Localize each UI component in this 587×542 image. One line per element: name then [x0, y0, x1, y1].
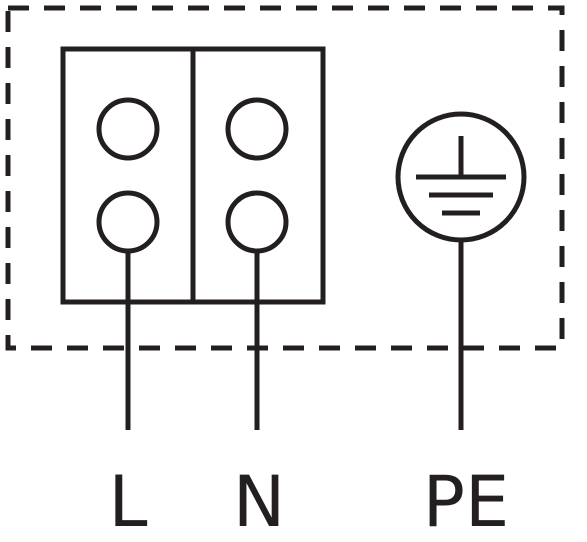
terminal-block [60, 46, 326, 305]
ground-icon [395, 111, 527, 243]
terminal-n-upper-screw-icon [225, 97, 289, 161]
terminal-n-lower-screw-icon [225, 190, 289, 254]
label-pe: PE [423, 461, 509, 542]
enclosure-dashed-boundary [5, 5, 565, 351]
terminal-l-lower-screw-icon [96, 190, 160, 254]
label-n: N [233, 461, 285, 542]
label-l: L [109, 461, 148, 542]
terminal-l-upper-screw-icon [96, 97, 160, 161]
